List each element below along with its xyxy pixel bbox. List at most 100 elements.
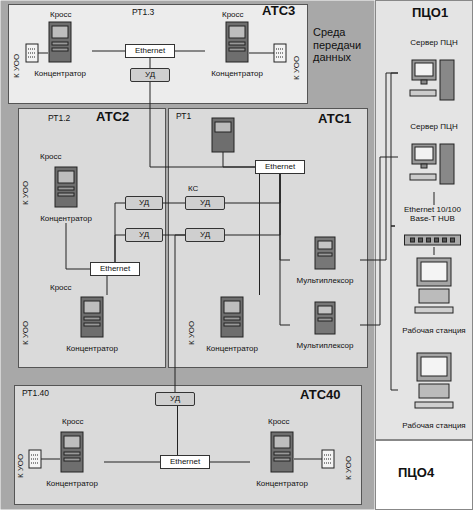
node-label: УД [200, 230, 210, 239]
ethernet-switch: Ethernet [125, 44, 175, 58]
region-label: РТ1 [176, 112, 206, 122]
network-link [391, 73, 398, 226]
system-unit [419, 384, 449, 398]
cabinet-panel [229, 26, 245, 38]
channel-label: КС [188, 184, 198, 193]
line-direction-label: К УОО [12, 54, 21, 78]
network-link [280, 174, 290, 260]
cross-wire [249, 53, 274, 54]
conc-icon [40, 430, 104, 474]
access-device: УД [125, 228, 163, 242]
monitor-screen [415, 147, 433, 160]
access-device: УД [185, 228, 225, 242]
station-box-fill [9, 5, 308, 104]
terminal-dots [31, 455, 39, 463]
multiplexer-cabinet: Мультиплексор [290, 235, 360, 285]
node-label: Сервер ПЦН [410, 38, 457, 47]
station-heading: АТС2 [96, 110, 142, 125]
node-label: УД [139, 198, 149, 207]
network-link [175, 235, 185, 392]
ethernet-switch: Ethernet [90, 262, 140, 276]
node-label: УД [170, 394, 180, 403]
station-heading: ПЦО1 [412, 6, 468, 21]
transmission-medium-region: Среда передачи данныхРТ1.3АТС3Концентрат… [0, 0, 375, 510]
mux-icon [290, 235, 360, 271]
line-direction-label: К УОО [16, 454, 25, 478]
concentrator-cabinet: Концентратор [250, 430, 314, 488]
node-label: Рабочая станция [402, 421, 465, 430]
cabinet-panel [224, 301, 240, 313]
keyboard [415, 402, 453, 408]
cabinet-panel [58, 171, 74, 183]
hub-port [411, 238, 415, 242]
conc-icon [205, 20, 269, 64]
network-link [210, 462, 250, 463]
node-label: Сервер ПЦН [410, 122, 457, 131]
node-label: Мультиплексор [297, 276, 354, 285]
access-device: УД [125, 196, 163, 210]
server-tower [440, 60, 454, 100]
node-label: Концентратор [206, 344, 258, 353]
region-label: РТ1.40 [22, 389, 62, 399]
node-label: Ethernet [100, 264, 130, 273]
network-link [280, 174, 290, 325]
server-icon [398, 140, 470, 192]
cabinet-slot [58, 187, 74, 190]
network-link [104, 462, 160, 463]
server-computer: Сервер ПЦН [398, 122, 470, 192]
cabinet-slot [84, 323, 100, 326]
conc-icon [28, 20, 92, 64]
conc-icon [200, 295, 264, 339]
terminal-dots [324, 455, 332, 463]
cabinet-panel [274, 436, 290, 448]
cross-label: Кросс [62, 417, 84, 426]
cabinet-slot [274, 458, 290, 461]
monitor-stand [421, 164, 427, 168]
cabinet-slot [64, 458, 80, 461]
station-box: РТ1.2АТС2КонцентраторУДУДEthernetКонцент… [18, 108, 166, 368]
hub-port [427, 238, 431, 242]
ws-icon [398, 255, 470, 317]
cabinet-slot [224, 323, 240, 326]
network-link [92, 51, 125, 52]
monitor [412, 144, 436, 164]
network-link [259, 174, 260, 295]
ethernet-switch: Ethernet [160, 455, 210, 469]
node-label: Ethernet [135, 46, 165, 55]
access-device: УД [130, 68, 170, 82]
mux-icon [290, 300, 360, 336]
hub-icon [395, 233, 470, 247]
monitor [417, 353, 451, 381]
workstation-computer: Рабочая станция [398, 255, 470, 335]
station-heading: АТС3 [262, 4, 306, 19]
node-label: УД [200, 198, 210, 207]
cabinet-panel [64, 436, 80, 448]
cabinet-slot [274, 452, 290, 455]
node-label: Ethernet [170, 457, 200, 466]
hub-port [419, 238, 423, 242]
cross-label: Кросс [50, 10, 72, 19]
station-heading: ПЦО4 [398, 466, 454, 481]
network-link [66, 223, 90, 269]
cabinet-slot [84, 317, 100, 320]
node-label: Концентратор [256, 479, 308, 488]
cabinet-slot [64, 452, 80, 455]
node-label: Ethernet 10/100 Base-T HUB [397, 205, 468, 223]
cabinet-panel [52, 26, 68, 38]
cross-wire [38, 53, 48, 54]
cabinet-slot [229, 42, 245, 45]
line-direction-label: К УОО [292, 56, 301, 80]
line-direction-label: К УОО [344, 456, 353, 480]
network-link [107, 276, 108, 295]
monitoring-center-region-fill [376, 441, 473, 510]
cabinet-panel [215, 122, 231, 132]
monitor [417, 258, 451, 286]
terminal-box [322, 450, 334, 468]
line-direction-label: К УОО [187, 321, 196, 345]
node-label: Рабочая станция [402, 326, 465, 335]
monitor-stand [421, 80, 427, 84]
server-icon [398, 56, 470, 108]
transmission-medium-region-fill [1, 1, 375, 510]
cabinet-slot [318, 253, 332, 256]
station-box: РТ1.40АТС40УДКонцентраторEthernetКонцент… [14, 385, 362, 505]
